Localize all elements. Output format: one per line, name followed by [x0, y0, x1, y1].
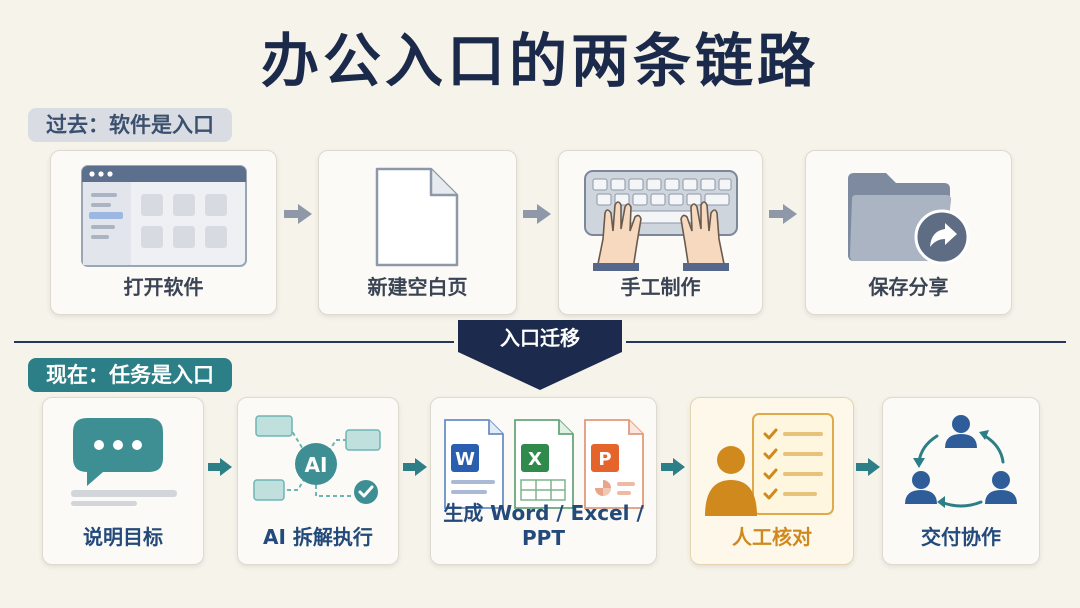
arrow-right-icon [208, 458, 232, 476]
folder-share-icon [848, 173, 970, 265]
arrow-right-icon [523, 204, 551, 224]
keyboard-hands-icon [584, 170, 738, 271]
step-collaborate-card: 交付协作 [882, 397, 1040, 565]
app-window-icon [81, 165, 247, 267]
arrow-right-icon [661, 458, 685, 476]
step-label: 说明目标 [83, 525, 163, 549]
step-open-software-card: 打开软件 [50, 150, 277, 315]
step-label: AI 拆解执行 [263, 525, 373, 549]
step-label: 人工核对 [732, 525, 812, 549]
transition-arrow-icon [458, 320, 622, 390]
divider-right [626, 341, 1066, 343]
word-badge: W [455, 449, 475, 470]
step-human-review-card: 人工核对 [690, 397, 854, 565]
excel-badge: X [528, 449, 542, 470]
blank-document-icon [375, 167, 459, 267]
step-label: 打开软件 [123, 275, 204, 299]
ppt-badge: P [598, 449, 611, 470]
past-section-label: 过去：软件是入口 [28, 108, 232, 142]
page-title: 办公入口的两条链路 [260, 27, 819, 95]
step-generate-files-card: W X P 生成 Word / Excel / PPT [430, 397, 657, 565]
step-ai-execute-card: AI AI 拆解执行 [237, 397, 399, 565]
office-files-icon: W X P [444, 419, 644, 509]
arrow-right-icon [856, 458, 880, 476]
step-label: 交付协作 [921, 525, 1001, 549]
arrow-right-icon [284, 204, 312, 224]
step-label: 保存分享 [868, 275, 949, 299]
now-section-label: 现在：任务是入口 [28, 358, 232, 392]
step-label: 手工制作 [620, 275, 701, 299]
step-manual-work-card: 手工制作 [558, 150, 763, 315]
step-save-share-card: 保存分享 [805, 150, 1012, 315]
divider-left [14, 341, 454, 343]
ai-badge: AI [305, 453, 328, 477]
step-label: 新建空白页 [367, 275, 468, 299]
arrow-right-icon [403, 458, 427, 476]
chat-bubble-icon [71, 418, 177, 506]
step-new-page-card: 新建空白页 [318, 150, 517, 315]
transition-label: 入口迁移 [500, 326, 580, 350]
checklist-person-icon [705, 413, 834, 516]
step-label: 生成 Word / Excel / PPT [443, 501, 644, 550]
arrow-right-icon [769, 204, 797, 224]
team-cycle-icon [905, 415, 1017, 508]
ai-workflow-icon: AI [253, 415, 381, 504]
step-state-goal-card: 说明目标 [42, 397, 204, 565]
